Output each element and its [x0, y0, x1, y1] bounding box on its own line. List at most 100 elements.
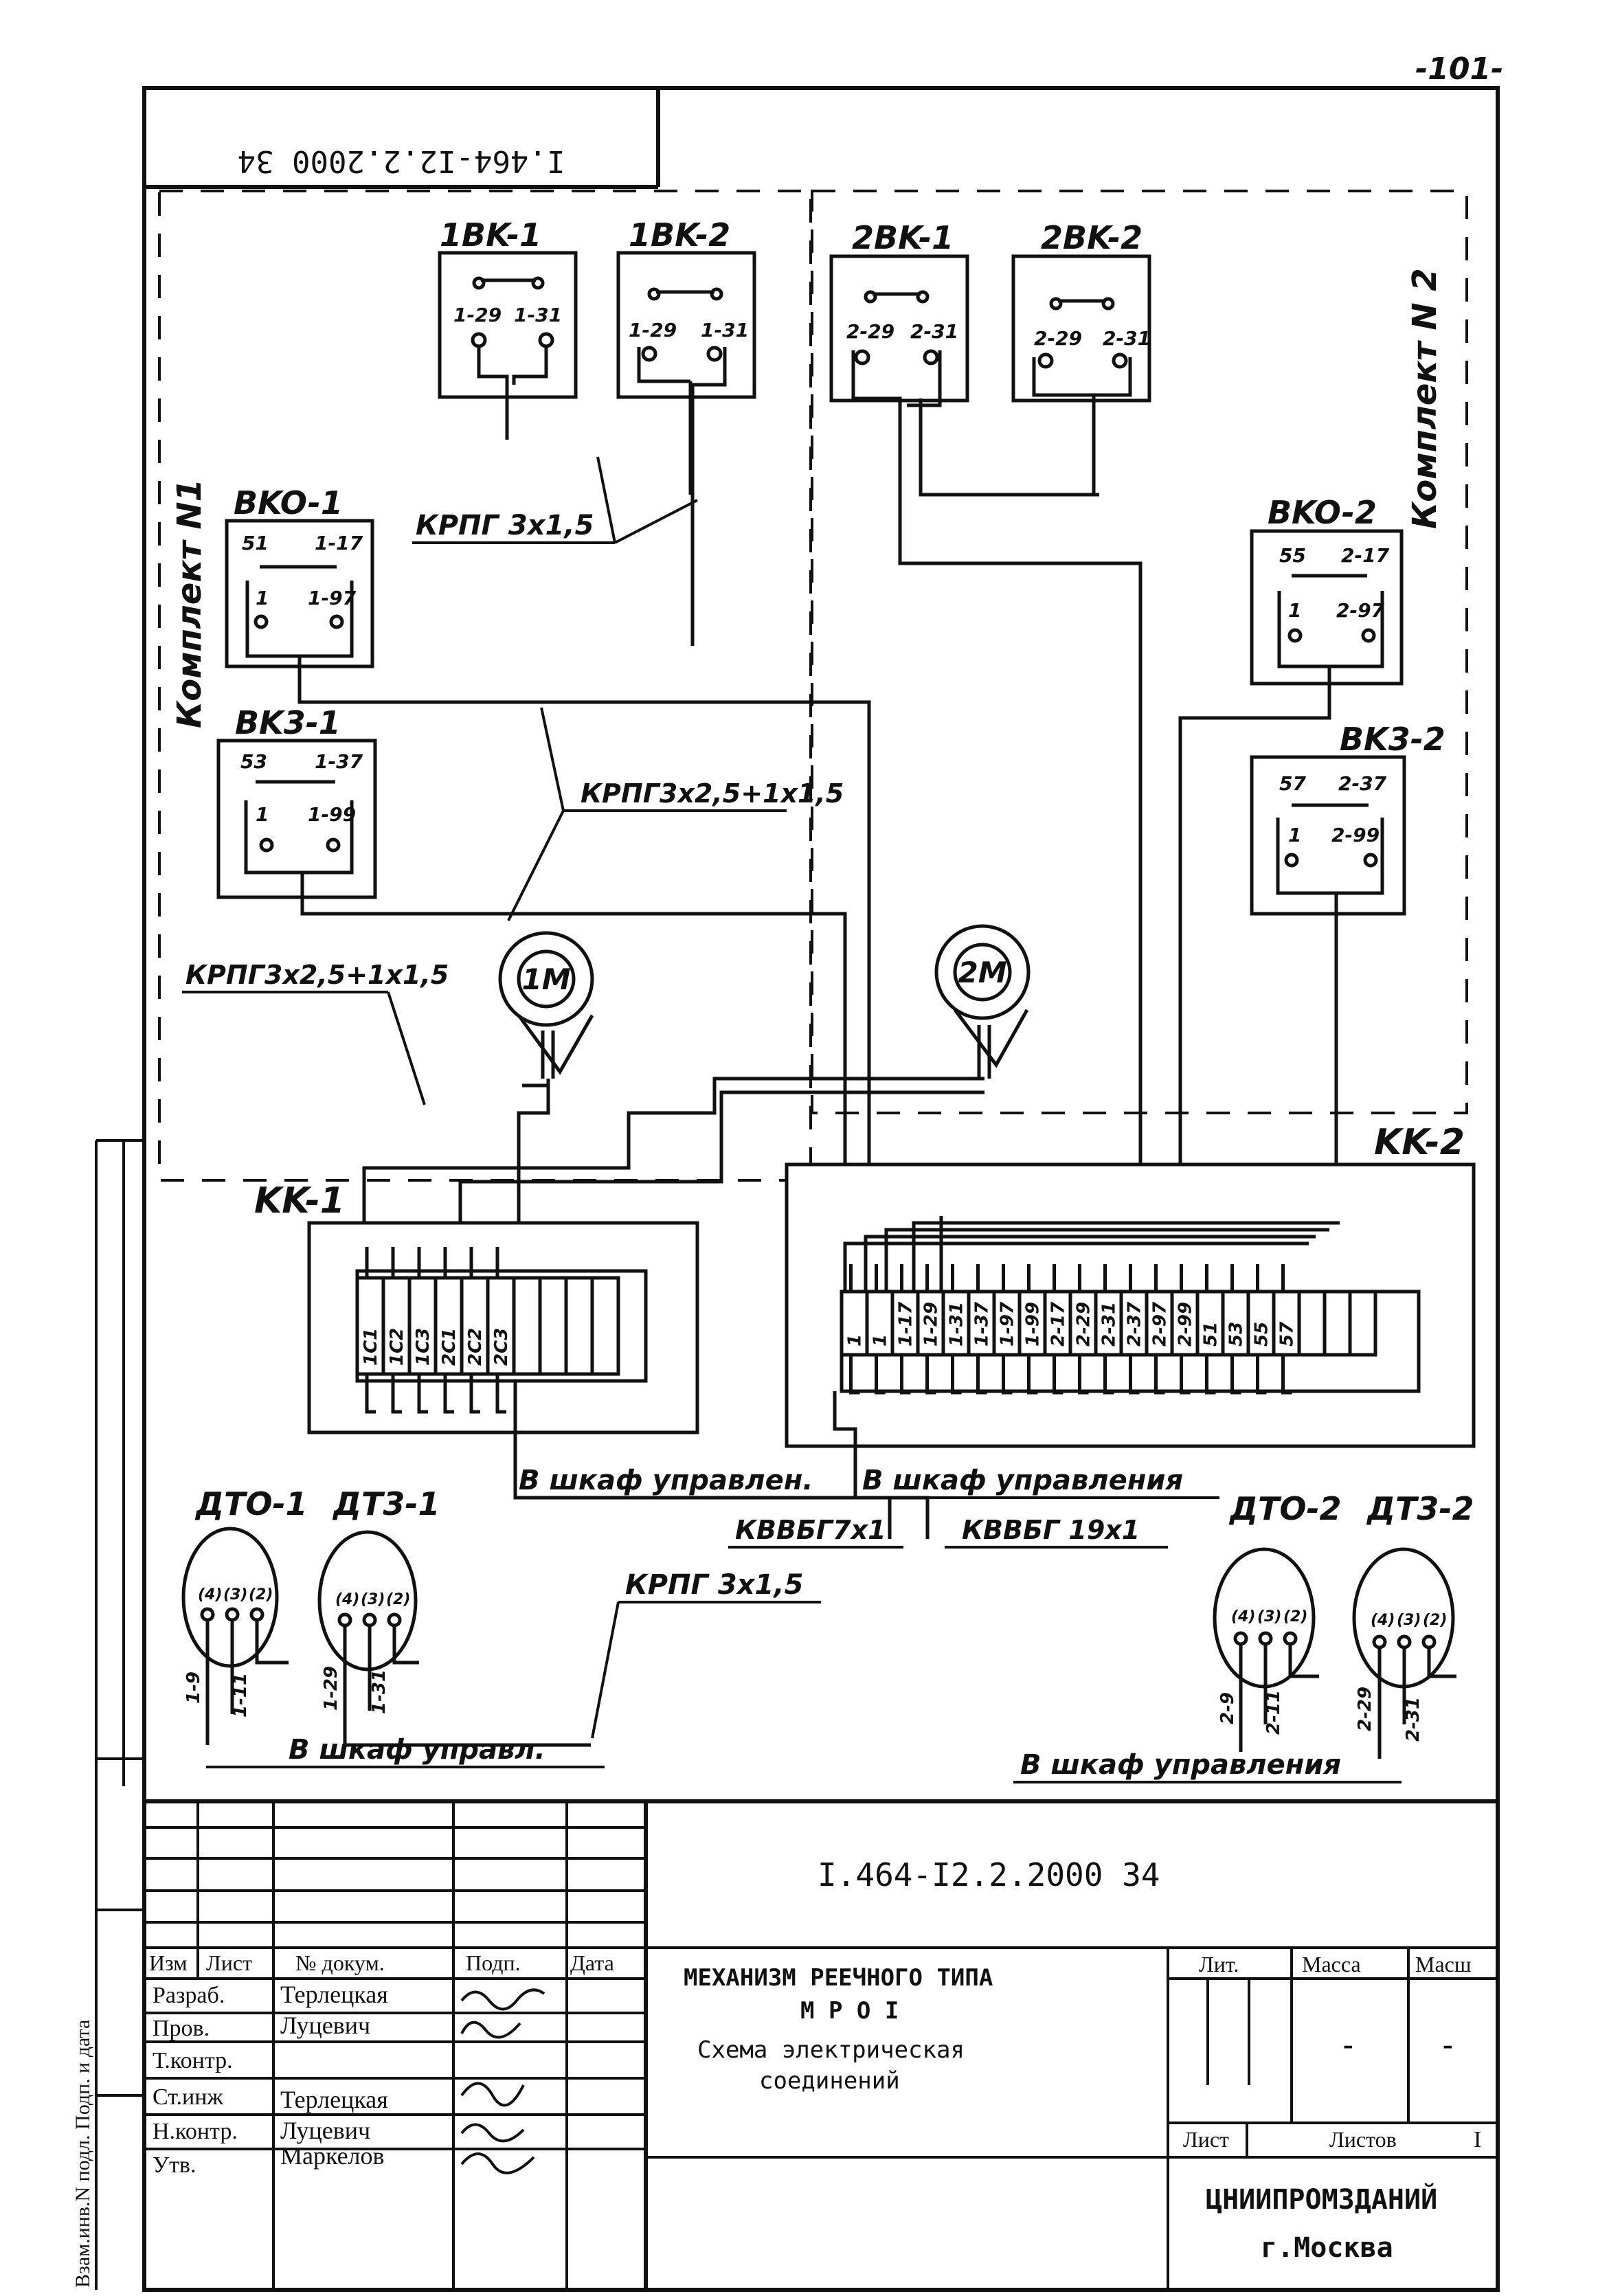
- svg-text:Луцевич: Луцевич: [280, 2117, 370, 2144]
- svg-text:Лист: Лист: [1183, 2127, 1229, 2152]
- terminal-label: 2-99: [1175, 1302, 1196, 1347]
- sensor-dt3-2: ДТ3-2 (4) (3) (2): [1352, 1490, 1474, 1759]
- svg-text:В шкаф управлен.: В шкаф управлен.: [519, 1465, 813, 1496]
- terminal-cell: [538, 1276, 568, 1376]
- svg-text:BKO-2: BKO-2: [1268, 494, 1377, 531]
- svg-text:1-97: 1-97: [308, 587, 357, 609]
- terminal-wire-bottom: [365, 1374, 376, 1414]
- switch-1bk-1: 1BK-1 1-29 1-31: [438, 216, 578, 440]
- wire-1-9: 1-9: [183, 1672, 204, 1704]
- sensor-dto-2: ДТО-2 (4) (3) (2): [1213, 1490, 1342, 1752]
- svg-text:55: 55: [1279, 544, 1306, 567]
- svg-text:Терлецкая: Терлецкая: [280, 2086, 388, 2113]
- terminal-wire-bottom: [951, 1355, 962, 1395]
- svg-text:Т.контр.: Т.контр.: [153, 2048, 233, 2073]
- svg-text:(4): (4): [1231, 1608, 1255, 1625]
- terminal-cell: [1323, 1290, 1352, 1357]
- svg-text:1-31: 1-31: [514, 304, 562, 326]
- svg-text:1-29: 1-29: [453, 304, 502, 326]
- terminal-cell: [1017, 1290, 1047, 1357]
- terminal-wire-bottom: [1002, 1355, 1013, 1395]
- svg-text:2-29: 2-29: [1034, 327, 1082, 350]
- svg-text:Пров.: Пров.: [153, 2016, 210, 2041]
- terminal-cell: [992, 1290, 1022, 1357]
- terminal-label: 2C1: [439, 1328, 460, 1366]
- terminal-cell: [381, 1276, 412, 1376]
- terminal-label: 2-17: [1048, 1301, 1069, 1347]
- terminal-label: 1-17: [896, 1301, 916, 1347]
- switch-bk3-1: BK3-1 53 1-37 1 1-99: [216, 704, 847, 1264]
- svg-text:Маркелов: Маркелов: [280, 2142, 385, 2170]
- terminal-label: 57: [1277, 1321, 1298, 1347]
- switch-bko-2: BKO-2 55 2-17 1 2-97: [1178, 494, 1404, 1264]
- svg-text:1M: 1M: [521, 963, 570, 996]
- svg-text:I: I: [1474, 2127, 1481, 2152]
- destination-1: В шкаф управлен.: [519, 1465, 813, 1496]
- svg-text:(2): (2): [1283, 1608, 1307, 1625]
- svg-text:1: 1: [1288, 824, 1301, 846]
- svg-text:соединений: соединений: [759, 2067, 900, 2095]
- terminal-wire-bottom: [1230, 1355, 1241, 1395]
- svg-text:1: 1: [256, 587, 269, 609]
- cable-krpg-1: КРПГ 3х1,5: [412, 456, 698, 544]
- svg-text:Масса: Масса: [1302, 1952, 1361, 1977]
- kit1-label: Комплект N1: [170, 479, 209, 728]
- terminal-wire-bottom: [417, 1374, 428, 1414]
- svg-text:2-99: 2-99: [1331, 824, 1380, 846]
- svg-text:2-37: 2-37: [1338, 772, 1387, 795]
- terminal-cell: [865, 1290, 894, 1357]
- svg-text:В шкаф управл.: В шкаф управл.: [289, 1734, 545, 1766]
- destination-3: В шкаф управл.: [206, 1734, 605, 1768]
- terminal-wire-bottom: [1154, 1355, 1165, 1395]
- switch-2bk-2: 2BK-2 2-29 2-31: [1011, 219, 1151, 495]
- terminal-cell: [840, 1290, 869, 1357]
- svg-text:-: -: [1443, 2027, 1453, 2061]
- terminal-label: 2-97: [1150, 1301, 1171, 1347]
- svg-text:(4): (4): [1371, 1612, 1395, 1629]
- terminal-wire-bottom: [1281, 1355, 1292, 1395]
- switch-bk3-2: BK3-2 57 2-37 1 2-99: [1250, 721, 1445, 1250]
- svg-text:Разраб.: Разраб.: [153, 1983, 225, 2008]
- kit2-label: Комплект N 2: [1406, 268, 1444, 529]
- terminal-label: 2-31: [1099, 1302, 1120, 1347]
- svg-text:Ст.инж: Ст.инж: [153, 2084, 223, 2110]
- svg-text:1BK-1: 1BK-1: [440, 216, 541, 254]
- switch-2bk-1: 2BK-1 2-29 2-31: [829, 219, 1143, 1264]
- svg-text:КРПГ 3х1,5: КРПГ 3х1,5: [416, 510, 594, 541]
- terminal-cell: [590, 1276, 620, 1376]
- svg-text:М Р О I: М Р О I: [800, 1997, 899, 2025]
- terminal-cell: [1272, 1290, 1301, 1357]
- terminal-wire-bottom: [1103, 1355, 1114, 1395]
- sensor-dt3-1: ДТ3-1 (4) (3) (2): [317, 1485, 591, 1747]
- svg-text:1-29: 1-29: [629, 319, 677, 341]
- svg-text:Масш: Масш: [1415, 1952, 1472, 1977]
- svg-text:Утв.: Утв.: [153, 2152, 196, 2178]
- sensor-dto-1: ДТО-1 (4) (3) (2): [181, 1485, 308, 1745]
- svg-text:2BK-1: 2BK-1: [852, 219, 954, 256]
- svg-text:№ докум.: № докум.: [295, 1950, 385, 1975]
- switch-1bk-2: 1BK-2 1-29 1-31: [616, 216, 756, 646]
- wire-2-31: 2-31: [1403, 1697, 1423, 1742]
- wire-2-9: 2-9: [1217, 1692, 1238, 1724]
- svg-text:ДТ3-2: ДТ3-2: [1366, 1490, 1474, 1527]
- svg-text:ЦНИИПРОМЗДАНИЙ: ЦНИИПРОМЗДАНИЙ: [1206, 2183, 1437, 2216]
- terminal-label: 1C1: [361, 1328, 381, 1366]
- svg-text:Изм: Изм: [149, 1950, 188, 1975]
- terminal-wire-bottom: [1180, 1355, 1191, 1395]
- svg-text:(3): (3): [1257, 1608, 1281, 1625]
- top-code-inverted: I.464-I2.2.2000 34: [238, 144, 565, 179]
- terminal-label: 2C3: [491, 1328, 512, 1366]
- svg-text:КВВБГ 19х1: КВВБГ 19х1: [962, 1515, 1140, 1545]
- svg-text:Дата: Дата: [570, 1950, 614, 1975]
- terminal-wire-bottom: [1256, 1355, 1267, 1395]
- terminal-cell: [407, 1276, 438, 1376]
- terminal-wire-bottom: [1027, 1355, 1038, 1395]
- svg-text:2-29: 2-29: [846, 320, 894, 343]
- svg-text:-: -: [1343, 2027, 1353, 2061]
- terminal-label: 1-99: [1023, 1302, 1044, 1347]
- svg-text:Взам.инв.N подл. Подп. и дата: Взам.инв.N подл. Подп. и дата: [71, 2020, 94, 2288]
- svg-text:ДТО-1: ДТО-1: [194, 1485, 308, 1522]
- svg-text:Схема электрическая: Схема электрическая: [697, 2036, 965, 2064]
- terminal-wire-bottom: [900, 1355, 911, 1395]
